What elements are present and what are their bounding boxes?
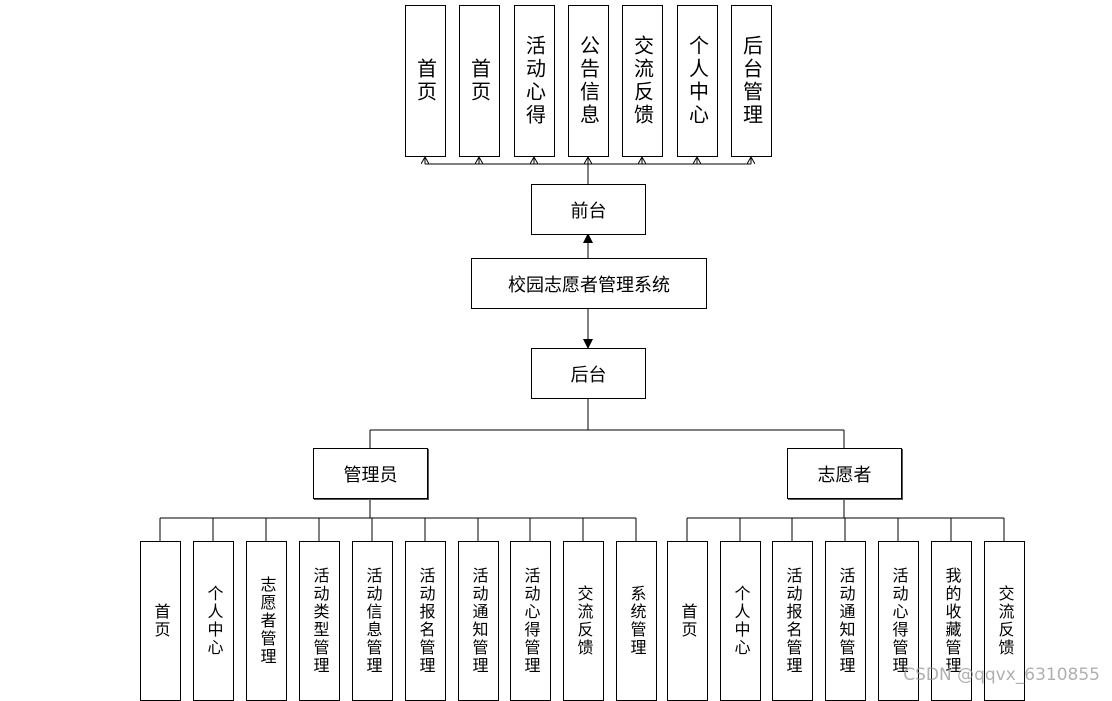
volunteer-item-feedback: 交流反馈 [984, 541, 1025, 701]
admin-item-home: 首页 [140, 541, 181, 701]
admin-item-system-mgmt: 系统管理 [616, 541, 657, 701]
admin-item-volunteer-mgmt: 志愿者管理 [246, 541, 287, 701]
volunteer-item-notice-mgmt: 活动通知管理 [825, 541, 866, 701]
volunteer-item-home: 首页 [667, 541, 708, 701]
frontend-item-admin-panel: 后台管理 [731, 5, 772, 157]
csdn-watermark: CSDN @qqvx_6310855 [903, 665, 1100, 685]
admin-item-activity-info-mgmt: 活动信息管理 [352, 541, 393, 701]
admin-item-registration-mgmt: 活动报名管理 [405, 541, 446, 701]
admin-item-activity-type-mgmt: 活动类型管理 [299, 541, 340, 701]
volunteer-item-favorites-mgmt: 我的收藏管理 [931, 541, 972, 701]
volunteer-role-node: 志愿者 [787, 448, 902, 499]
frontend-item-home-2: 首页 [459, 5, 500, 157]
backend-node: 后台 [531, 348, 646, 399]
admin-item-personal-center: 个人中心 [193, 541, 234, 701]
admin-item-notes-mgmt: 活动心得管理 [510, 541, 551, 701]
admin-item-feedback: 交流反馈 [563, 541, 604, 701]
admin-role-node: 管理员 [313, 448, 428, 499]
volunteer-item-notes-mgmt: 活动心得管理 [878, 541, 919, 701]
frontend-item-activity-notes: 活动心得 [514, 5, 555, 157]
frontend-item-personal-center: 个人中心 [677, 5, 718, 157]
frontend-item-home-1: 首页 [405, 5, 446, 157]
frontend-item-announcements: 公告信息 [568, 5, 609, 157]
admin-item-notice-mgmt: 活动通知管理 [458, 541, 499, 701]
frontend-node: 前台 [531, 184, 646, 235]
system-root-node: 校园志愿者管理系统 [471, 258, 707, 309]
volunteer-item-registration-mgmt: 活动报名管理 [772, 541, 813, 701]
frontend-item-feedback: 交流反馈 [622, 5, 663, 157]
volunteer-item-personal-center: 个人中心 [720, 541, 761, 701]
